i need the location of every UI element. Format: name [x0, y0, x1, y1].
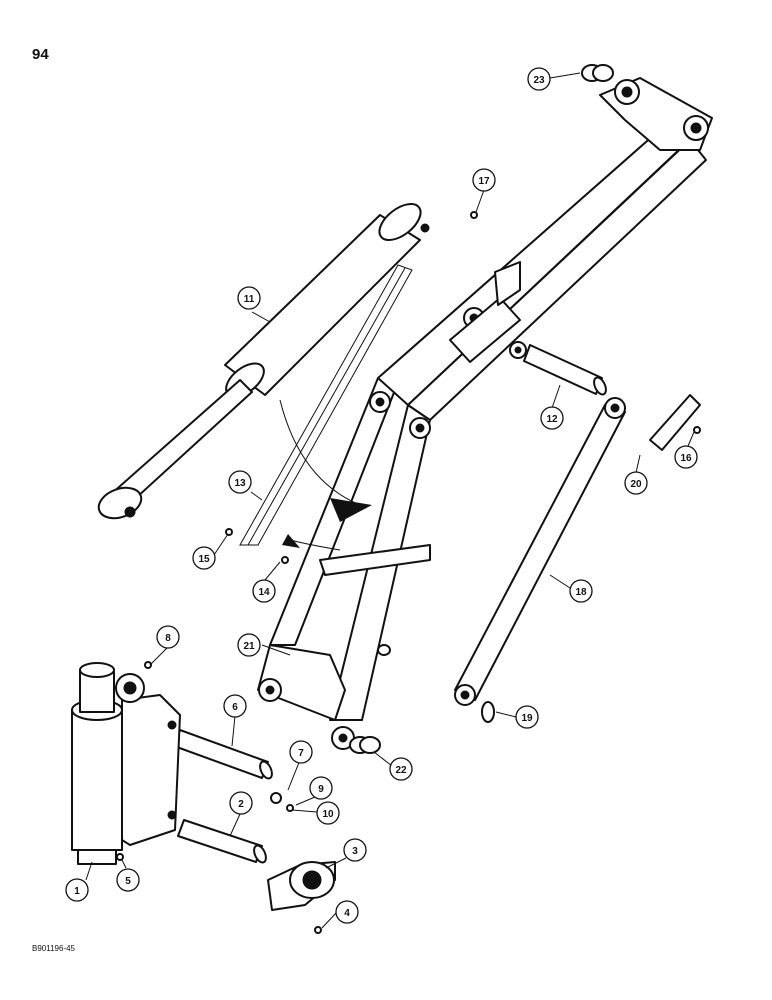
guard-strip: [239, 264, 413, 546]
callout-7: 7: [289, 740, 313, 764]
direction-arrows: [279, 399, 372, 551]
callout-10: 10: [316, 801, 340, 825]
svg-text:23: 23: [533, 75, 545, 86]
callout-21: 21: [237, 633, 261, 657]
bumper-bracket: [267, 861, 336, 911]
leader-lines: [85, 72, 695, 929]
callout-14: 14: [252, 579, 276, 603]
callout-16: 16: [674, 445, 698, 469]
callout-22: 22: [389, 757, 413, 781]
svg-text:13: 13: [234, 478, 246, 489]
svg-text:16: 16: [680, 453, 692, 464]
callout-19: 19: [515, 705, 539, 729]
hydraulic-cylinder: [97, 203, 430, 520]
boom-arm: [257, 77, 713, 750]
svg-text:20: 20: [630, 479, 642, 490]
svg-text:3: 3: [352, 846, 358, 857]
svg-text:2: 2: [238, 799, 244, 810]
svg-text:12: 12: [546, 414, 558, 425]
svg-text:1: 1: [74, 886, 80, 897]
callout-8: 8: [156, 625, 180, 649]
callout-18: 18: [569, 579, 593, 603]
svg-text:15: 15: [198, 554, 210, 565]
svg-text:6: 6: [232, 702, 238, 713]
callout-6: 6: [223, 694, 247, 718]
link-bar: [454, 397, 626, 706]
svg-text:8: 8: [165, 633, 171, 644]
svg-text:11: 11: [244, 294, 255, 305]
figure-code: B901196-45: [32, 944, 75, 953]
callout-17: 17: [472, 168, 496, 192]
callout-15: 15: [192, 546, 216, 570]
small-parts: [116, 64, 701, 934]
svg-text:10: 10: [322, 809, 334, 820]
callout-11: 11: [237, 286, 261, 310]
svg-text:22: 22: [395, 765, 407, 776]
callout-20: 20: [624, 471, 648, 495]
svg-text:21: 21: [243, 641, 255, 652]
svg-text:19: 19: [521, 713, 533, 724]
svg-text:18: 18: [575, 587, 587, 598]
pins: [173, 344, 607, 864]
callout-4: 4: [335, 900, 359, 924]
svg-text:9: 9: [318, 784, 324, 795]
svg-text:14: 14: [258, 587, 270, 598]
callout-9: 9: [309, 776, 333, 800]
page-number: 94: [32, 46, 49, 63]
svg-text:17: 17: [478, 176, 490, 187]
svg-text:5: 5: [125, 876, 131, 887]
callout-13: 13: [228, 470, 252, 494]
callout-12: 12: [540, 406, 564, 430]
callout-23: 23: [527, 67, 551, 91]
svg-text:7: 7: [298, 748, 304, 759]
callout-2: 2: [229, 791, 253, 815]
callout-3: 3: [343, 838, 367, 862]
svg-text:4: 4: [344, 908, 350, 919]
swing-post: [71, 662, 181, 865]
callout-5: 5: [116, 868, 140, 892]
callout-1: 1: [65, 878, 89, 902]
